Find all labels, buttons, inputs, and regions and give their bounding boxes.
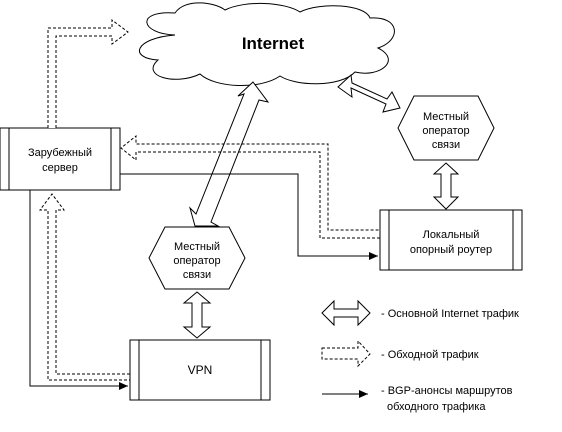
legend-bypass-traffic-icon (321, 339, 371, 368)
legend-bgp-label-1: - BGP-анонсы маршрутов (381, 385, 513, 397)
double-arrow-isp-top-router (432, 162, 460, 210)
foreign-server-label-1: Зарубежный (28, 147, 92, 159)
isp-top-label-2: оператор (422, 125, 469, 137)
vpn-box: VPN (129, 339, 271, 401)
foreign-server-box: Зарубежный сервер (0, 127, 121, 191)
legend-main-traffic-label: - Основной Internet трафик (381, 308, 519, 320)
local-router-box: Локальный опорный роутер (379, 209, 523, 271)
internet-cloud: Internet (139, 2, 395, 86)
local-router-label-2: опорный роутер (410, 244, 492, 256)
legend: - Основной Internet трафик - Обходной тр… (321, 299, 519, 413)
local-router-label-1: Локальный (423, 229, 480, 241)
isp-mid-label-1: Местный (174, 241, 220, 253)
double-arrow-internet-isp-mid (189, 81, 270, 227)
bgp-line-server-to-router (120, 173, 378, 260)
double-arrow-internet-isp-top (337, 73, 401, 113)
vpn-label: VPN (188, 363, 213, 377)
bypass-path-server-to-cloud (47, 19, 129, 128)
bypass-path-vpn-to-server (39, 193, 130, 381)
isp-mid-label-2: оператор (173, 255, 220, 267)
isp-mid-label-3: связи (183, 269, 211, 281)
isp-top-label-1: Местный (423, 111, 469, 123)
legend-bypass-traffic-label: - Обходной трафик (381, 349, 479, 361)
double-arrow-isp-mid-vpn (182, 291, 212, 339)
legend-bgp-label-2: обходного трафика (387, 401, 486, 413)
isp-top-hexagon: Местный оператор связи (397, 95, 495, 161)
bgp-line-server-to-vpn (29, 190, 128, 390)
foreign-server-label-2: сервер (42, 162, 78, 174)
isp-top-label-3: связи (432, 139, 460, 151)
isp-mid-hexagon: Местный оператор связи (148, 226, 246, 290)
bypass-path-router-to-server (120, 134, 380, 239)
internet-label: Internet (242, 34, 305, 53)
legend-main-traffic-icon (321, 299, 371, 327)
